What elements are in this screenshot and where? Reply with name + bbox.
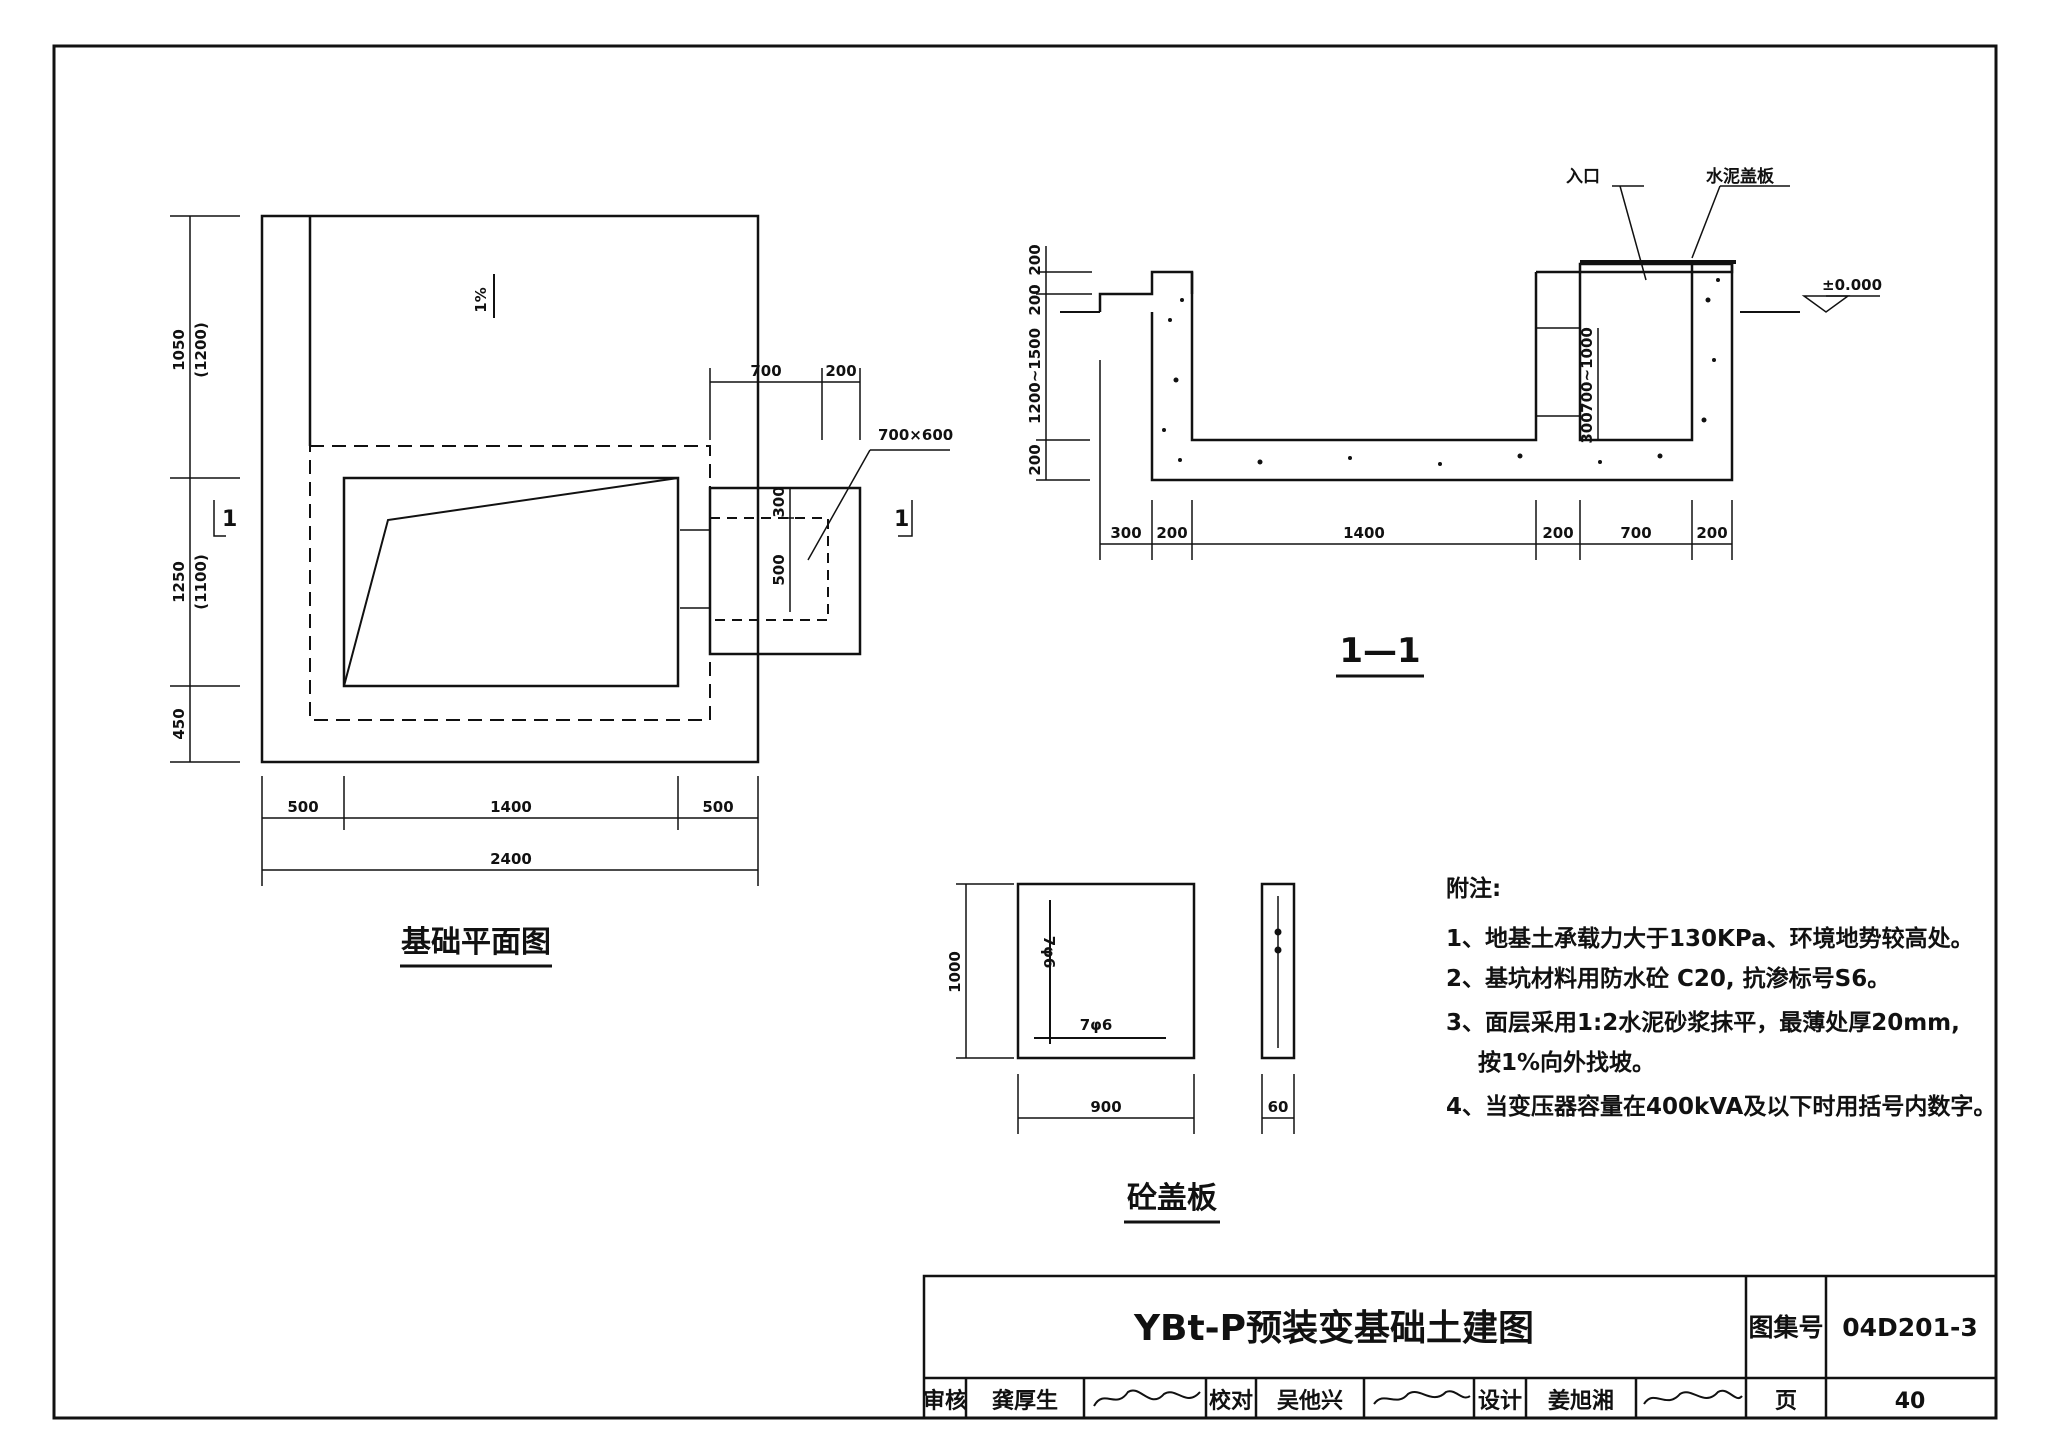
review-label: 审核 bbox=[923, 1388, 967, 1414]
plan-title: 基础平面图 bbox=[401, 925, 551, 960]
plan-dim-450: 450 bbox=[170, 708, 188, 739]
section-dim-200-upper: 200 bbox=[1026, 284, 1044, 315]
plan-dim-500-right: 500 bbox=[702, 798, 733, 816]
concrete-hatch bbox=[1162, 278, 1720, 466]
plan-dim-500-left: 500 bbox=[287, 798, 318, 816]
note-1: 1、地基土承载力大于130KPa、环境地势较高处。 bbox=[1446, 925, 1974, 952]
section-label-entrance: 入口 bbox=[1566, 167, 1600, 187]
cover-dim-height: 1000 bbox=[946, 951, 964, 993]
section-view bbox=[1060, 185, 1880, 482]
cover-slab bbox=[1016, 882, 1296, 1060]
atlas-label: 图集号 bbox=[1748, 1313, 1823, 1342]
note-3-cont: 按1%向外找坡。 bbox=[1478, 1049, 1655, 1076]
section-dim-700: 700 bbox=[1620, 524, 1651, 542]
atlas-number: 04D201-3 bbox=[1842, 1313, 1978, 1342]
plan-dim-1200: (1200) bbox=[192, 322, 210, 377]
plan-dim-200: 200 bbox=[825, 362, 856, 380]
section-dim-1200-1500: 1200~1500 bbox=[1026, 328, 1044, 424]
plan-dim-1100: (1100) bbox=[192, 554, 210, 609]
section-dim-200-a: 200 bbox=[1156, 524, 1187, 542]
cover-dim-width: 900 bbox=[1090, 1098, 1121, 1116]
note-3: 3、面层采用1:2水泥砂浆抹平，最薄处厚20mm, bbox=[1446, 1009, 1960, 1036]
cover-rebar-v: 7φ6 bbox=[1040, 936, 1058, 969]
section-elevation: ±0.000 bbox=[1822, 276, 1882, 294]
plan-dim-1250: 1250 bbox=[170, 561, 188, 603]
section-dim-1400: 1400 bbox=[1343, 524, 1385, 542]
plan-dimension-lines bbox=[170, 215, 913, 886]
foundation-plan bbox=[260, 214, 950, 764]
review-name: 龚厚生 bbox=[992, 1388, 1058, 1414]
section-dim-300-bottom: 300 bbox=[1110, 524, 1141, 542]
plan-opening-label: 700×600 bbox=[878, 426, 953, 444]
section-dim-200-bottom: 200 bbox=[1026, 444, 1044, 475]
cover-rebar-h: 7φ6 bbox=[1080, 1016, 1113, 1034]
section-dim-700-1000: 700~1000 bbox=[1578, 327, 1596, 413]
plan-dim-2400: 2400 bbox=[490, 850, 532, 868]
cover-dim-thick: 60 bbox=[1268, 1098, 1289, 1116]
check-label: 校对 bbox=[1209, 1388, 1253, 1414]
notes-heading: 附注: bbox=[1446, 875, 1501, 902]
section-dim-200-b: 200 bbox=[1542, 524, 1573, 542]
check-signature bbox=[1373, 1390, 1471, 1405]
cover-dimension-lines bbox=[956, 883, 1295, 1134]
plan-dim-500-inner: 500 bbox=[770, 554, 788, 585]
section-label-cover: 水泥盖板 bbox=[1706, 166, 1775, 187]
plan-dim-1400: 1400 bbox=[490, 798, 532, 816]
section-title: 1—1 bbox=[1339, 631, 1420, 671]
check-name: 吴他兴 bbox=[1277, 1389, 1343, 1414]
page-number: 40 bbox=[1895, 1389, 1926, 1414]
section-dimension-lines bbox=[1036, 246, 1733, 560]
design-signature bbox=[1643, 1389, 1743, 1405]
cover-title: 砼盖板 bbox=[1127, 1181, 1217, 1216]
design-label: 设计 bbox=[1478, 1389, 1522, 1414]
page-label: 页 bbox=[1775, 1389, 1797, 1414]
section-dim-200-top: 200 bbox=[1026, 244, 1044, 275]
drawing-title: YBt-P预装变基础土建图 bbox=[1133, 1307, 1534, 1349]
note-4: 4、当变压器容量在400kVA及以下时用括号内数字。 bbox=[1446, 1093, 1996, 1120]
plan-dim-300: 300 bbox=[770, 486, 788, 517]
section-dim-300: 300 bbox=[1578, 412, 1596, 443]
review-signature bbox=[1093, 1389, 1201, 1407]
plan-dim-1050: 1050 bbox=[170, 329, 188, 371]
section-dim-200-c: 200 bbox=[1696, 524, 1727, 542]
plan-slope-label: 1% bbox=[472, 287, 490, 312]
title-block bbox=[922, 1274, 1998, 1420]
plan-section-mark-right: 1 bbox=[894, 507, 909, 532]
design-name: 姜旭湘 bbox=[1548, 1388, 1614, 1414]
plan-section-mark-left: 1 bbox=[222, 507, 237, 532]
note-2: 2、基坑材料用防水砼 C20, 抗渗标号S6。 bbox=[1446, 965, 1890, 992]
plan-dim-700: 700 bbox=[750, 362, 781, 380]
sheet-border bbox=[52, 44, 1998, 1420]
cover-rebar-dots bbox=[1274, 928, 1282, 954]
